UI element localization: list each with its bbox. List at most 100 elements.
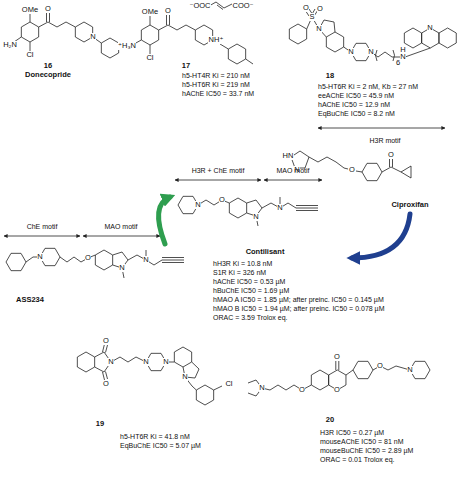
atom-label: N	[143, 256, 149, 264]
bond-lines	[439, 28, 456, 48]
atom-label: ⁻OOC	[189, 2, 211, 10]
bond-lines	[404, 28, 421, 48]
atom-label: O	[103, 380, 110, 388]
bond-lines	[376, 50, 395, 61]
atom-label: N	[427, 24, 433, 32]
activity-value: ORAC = 3.59 Trolox eq.	[213, 314, 288, 321]
motif-label: H3R motif	[369, 137, 400, 144]
activity-value: h5-HT4R Ki = 210 nM	[182, 72, 250, 79]
atom-label: HN	[282, 152, 294, 160]
motif-label: MAO motif	[104, 223, 137, 230]
atom-label: O	[303, 4, 310, 12]
compound-name: 20	[326, 416, 334, 424]
bond-lines	[196, 385, 213, 405]
bond-lines	[21, 22, 38, 42]
activity-value: ORAC = 0.01 Trolox eq.	[320, 456, 395, 463]
motif-arrows	[175, 180, 261, 181]
bond-lines	[26, 250, 184, 278]
bond-lines	[95, 344, 222, 390]
atom-label: O	[103, 337, 110, 345]
compound-name: ASS234	[16, 296, 44, 304]
activity-value: hMAO B IC50 = 1.94 µM; after preinc. IC5…	[213, 305, 384, 312]
atom-label: N	[119, 264, 125, 272]
activity-value: mouseAChE IC50 = 81 nM	[320, 438, 403, 445]
atom-label: O	[45, 5, 52, 13]
compound-name: Donecopride	[25, 71, 71, 79]
atom-label: OMe	[141, 8, 158, 16]
atom-label: N	[108, 358, 114, 366]
bond-lines	[6, 253, 26, 270]
atom-label: O	[219, 196, 226, 204]
activity-value: EqBuChE IC50 = 5.07 µM	[120, 442, 201, 449]
atom-label: N	[368, 48, 374, 56]
motif-arrows	[264, 180, 322, 181]
motif-label: MAO motif	[276, 167, 309, 174]
compound-name: 18	[326, 72, 334, 80]
bond-lines	[326, 32, 343, 52]
atom-label: N	[163, 358, 169, 366]
atom-label: NH⁺	[208, 36, 224, 44]
activity-value: hBuChE IC50 = 1.69 µM	[213, 287, 289, 294]
compound-name: Ciproxifan	[391, 201, 428, 209]
activity-value: EqBuChE IC50 = 8.2 nM	[318, 110, 395, 117]
bond-lines	[101, 38, 118, 58]
atom-label: N	[143, 358, 149, 366]
bond-lines	[307, 17, 431, 57]
atom-label: N	[253, 213, 259, 221]
activity-value: h5-HT6R Ki = 41.8 nM	[120, 433, 190, 440]
atom-label: N	[195, 201, 201, 209]
activity-value: H3R IC50 = 0.27 µM	[320, 429, 384, 436]
atom-label: N	[277, 204, 283, 212]
activity-value: hMAO A IC50 = 1.85 µM; after preinc. IC5…	[213, 296, 384, 303]
atom-label: N	[259, 384, 265, 392]
bond-lines	[248, 361, 410, 396]
atom-label: Cl	[146, 54, 154, 62]
compound-name: Contilisant	[246, 248, 285, 256]
bond-lines	[311, 370, 328, 390]
atom-label: N	[90, 33, 96, 41]
atom-label: N	[400, 53, 406, 61]
atom-label: COO⁻	[232, 2, 254, 10]
atom-label: N	[182, 373, 188, 381]
atom-label: O	[299, 386, 306, 394]
atom-label: Cl	[26, 51, 34, 59]
atom-label: OMe	[21, 6, 38, 14]
motif-label: H3R + ChE motif	[192, 167, 245, 174]
bond-lines	[134, 15, 253, 64]
atom-label: N	[407, 366, 413, 374]
bond-lines	[229, 198, 246, 218]
bond-lines	[228, 44, 245, 64]
bond-lines	[141, 25, 158, 45]
bond-lines	[362, 163, 382, 180]
atom-label: O	[349, 166, 356, 174]
motif-arrows	[318, 128, 445, 129]
bond-lines	[382, 158, 411, 178]
activity-value: hAChE IC50 = 33.7 nM	[182, 90, 254, 97]
bond-lines	[6, 2, 456, 405]
atom-label: Cl	[225, 380, 233, 388]
motif-arrows	[4, 236, 80, 237]
bond-lines	[353, 361, 373, 378]
atom-label: O	[334, 386, 341, 394]
motif-arrows	[83, 236, 160, 237]
bond-lines	[198, 197, 318, 226]
bond-lines	[209, 2, 232, 10]
activity-value: hH3R Ki = 10.8 nM	[213, 260, 272, 267]
atom-label: N	[348, 48, 354, 56]
atom-label: N	[37, 253, 43, 261]
atom-label: O	[165, 7, 172, 15]
atom-label: O	[334, 353, 341, 361]
activity-value: h5-HT6R Ki = 219 nM	[182, 81, 250, 88]
bond-lines	[77, 352, 94, 372]
design-arrows	[159, 197, 410, 258]
atom-label: N	[316, 25, 322, 33]
activity-value: hAChE IC50 = 0.53 µM	[213, 278, 285, 285]
activity-value: h5-HT6R Ki = 2 nM, Kb = 27 nM	[318, 83, 418, 90]
activity-value: S1R Ki = 326 nM	[213, 269, 266, 276]
atom-label: H₂N	[3, 41, 18, 49]
motif-label: ChE motif	[27, 223, 58, 230]
bond-lines	[95, 250, 112, 270]
atom-label: ⁺H₃N	[118, 42, 137, 50]
